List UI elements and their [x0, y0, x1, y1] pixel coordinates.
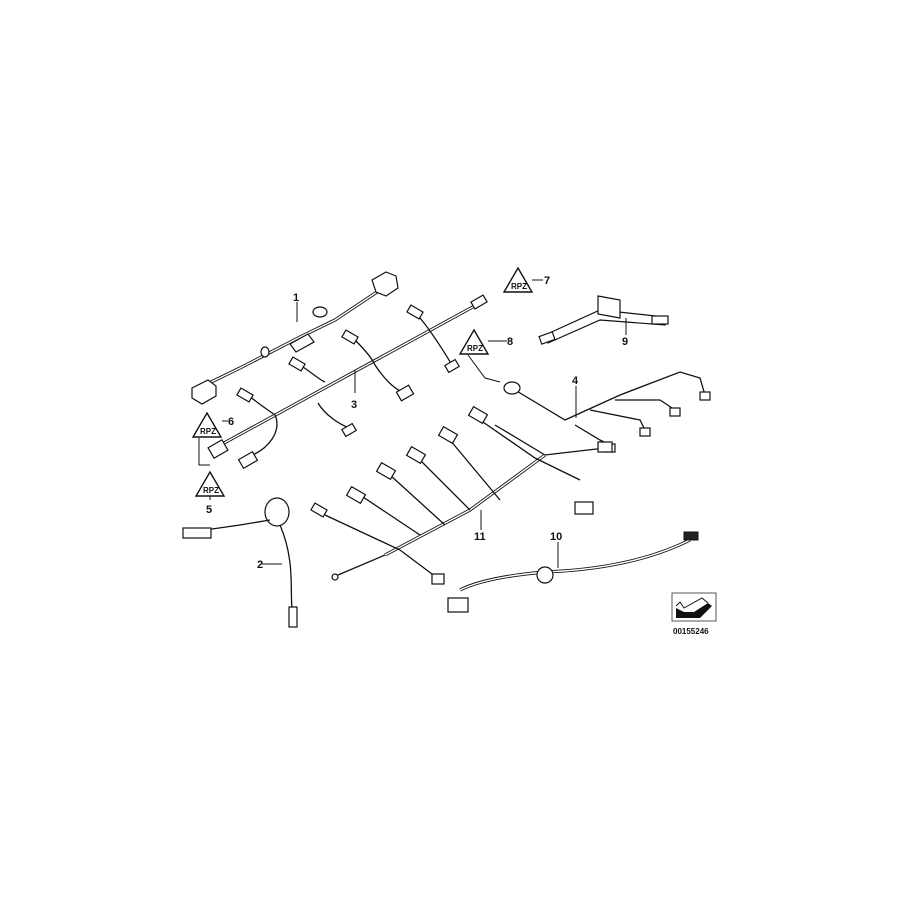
svg-text:RPZ: RPZ — [203, 486, 219, 495]
warning-triangle-icon-5: RPZ — [194, 470, 226, 497]
part-1-cable — [191, 271, 399, 405]
part-label-3: 3 — [351, 399, 357, 411]
warning-triangle-icon-7: RPZ — [502, 266, 534, 293]
part-label-1: 1 — [293, 292, 299, 304]
part-11-harness — [310, 405, 613, 585]
part-label-9: 9 — [622, 336, 628, 348]
leader-lines — [198, 279, 627, 568]
diagram-number: 00155246 — [673, 627, 709, 636]
part-label-4: 4 — [572, 375, 579, 387]
warning-triangle-icon-6: RPZ — [191, 411, 223, 438]
svg-text:RPZ: RPZ — [511, 282, 527, 291]
part-10-cable — [447, 531, 699, 613]
part-label-6: 6 — [228, 416, 234, 428]
part-label-8: 8 — [507, 336, 513, 348]
part-2-cable — [182, 497, 298, 628]
part-label-7: 7 — [544, 275, 550, 287]
svg-text:RPZ: RPZ — [200, 427, 216, 436]
part-4-harness — [503, 371, 711, 453]
part-9-ribbon-cable — [538, 295, 669, 345]
part-label-11: 11 — [474, 531, 486, 543]
warning-triangle-icon-8: RPZ — [458, 328, 490, 355]
svg-text:RPZ: RPZ — [467, 344, 483, 353]
part-3-harness — [207, 294, 488, 470]
part-label-2: 2 — [257, 559, 263, 571]
part-label-5: 5 — [206, 504, 212, 516]
part-label-10: 10 — [550, 531, 562, 543]
diagram-id-icon — [671, 592, 717, 622]
